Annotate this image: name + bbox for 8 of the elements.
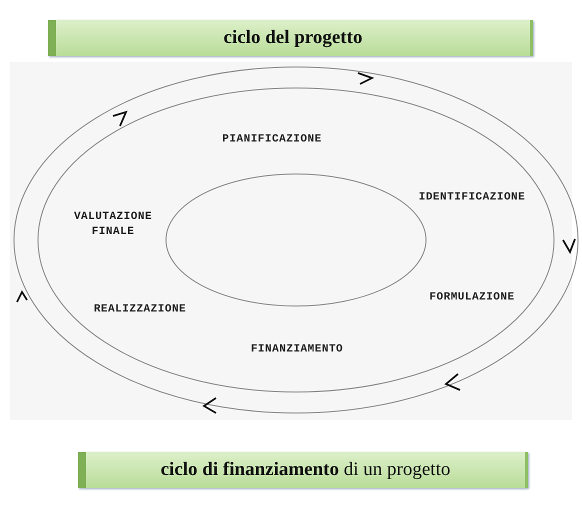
phase-label: IDENTIFICAZIONE <box>418 190 526 206</box>
phase-label: VALUTAZIONE FINALE <box>72 210 154 240</box>
caption-banner: ciclo di finanziamento di un progetto <box>78 452 528 488</box>
phase-label: FORMULAZIONE <box>429 290 515 306</box>
phase-label: REALIZZAZIONE <box>94 302 186 318</box>
title-banner: ciclo del progetto <box>48 20 533 56</box>
phase-label: PIANIFICAZIONE <box>222 132 322 148</box>
phase-label: FINANZIAMENTO <box>250 342 344 358</box>
